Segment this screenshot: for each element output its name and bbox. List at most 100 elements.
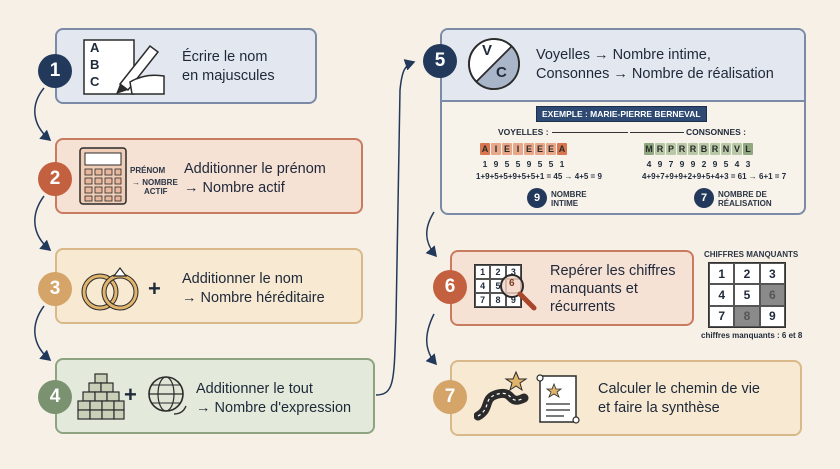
missing-grid-cell-empty: 8 bbox=[734, 305, 760, 327]
small-grid-cell: 7 bbox=[475, 293, 491, 307]
consonant-digit: 5 bbox=[723, 159, 729, 169]
missing-digits-caption: chiffres manquants : 6 et 8 bbox=[701, 331, 803, 340]
consonant-digit: 9 bbox=[712, 159, 718, 169]
arrow-3-4 bbox=[34, 305, 52, 361]
vowel-digit: 5 bbox=[548, 159, 554, 169]
vowel-digit: 9 bbox=[526, 159, 532, 169]
missing-grid-cell: 7 bbox=[709, 305, 735, 327]
consonant-letter: C bbox=[496, 64, 507, 81]
step-6-line3: récurrents bbox=[550, 299, 616, 315]
vowel-digit: 5 bbox=[515, 159, 521, 169]
step-2-number: 2 bbox=[38, 162, 72, 196]
vowel-digit: 1 bbox=[482, 159, 488, 169]
consonant-letter-box: L bbox=[743, 143, 753, 155]
consonant-digits: 4 9 7 9 9 2 9 5 4 3 bbox=[644, 159, 753, 169]
step-4-number: 4 bbox=[38, 380, 72, 414]
consonant-digit: 7 bbox=[668, 159, 674, 169]
step-2-icon-label3: ACTIF bbox=[144, 187, 168, 196]
consonant-digit: 9 bbox=[679, 159, 685, 169]
step-6-number: 6 bbox=[433, 270, 467, 304]
magnifier-icon bbox=[500, 274, 537, 311]
vowel-digit: 9 bbox=[493, 159, 499, 169]
realisation-number: 7 bbox=[694, 188, 714, 208]
realisation-label-line1: NOMBRE DE bbox=[718, 190, 767, 199]
consonant-digit: 3 bbox=[745, 159, 751, 169]
arrow-5-6 bbox=[425, 211, 437, 258]
vowel-letter-box: I bbox=[491, 143, 501, 155]
rings-icon bbox=[81, 267, 139, 311]
small-grid-cell: 8 bbox=[490, 293, 506, 307]
small-grid-cell: 4 bbox=[475, 279, 491, 293]
vowel-letter-box: E bbox=[535, 143, 545, 155]
vowel-letter: V bbox=[482, 42, 493, 59]
consonant-letter-box: N bbox=[721, 143, 731, 155]
consonant-letter-box: P bbox=[666, 143, 676, 155]
missing-grid-cell: 1 bbox=[709, 263, 735, 285]
abc-letter-a: A bbox=[90, 40, 100, 55]
step-3-number: 3 bbox=[38, 272, 72, 306]
arrow-1-2 bbox=[34, 87, 52, 141]
abc-pencil-icon bbox=[83, 39, 165, 95]
intime-label-line2: INTIME bbox=[551, 199, 579, 208]
consonant-digit: 9 bbox=[690, 159, 696, 169]
vowel-digit: 1 bbox=[559, 159, 565, 169]
calculator-icon bbox=[79, 147, 127, 205]
road-scroll-icon bbox=[474, 370, 580, 424]
abc-letter-b: B bbox=[90, 57, 100, 72]
consonant-letter-box: V bbox=[732, 143, 742, 155]
consonant-letter-box: B bbox=[699, 143, 709, 155]
vowel-letter-box: E bbox=[502, 143, 512, 155]
small-grid-cell: 1 bbox=[475, 265, 491, 279]
consonant-digit: 4 bbox=[734, 159, 740, 169]
consonant-letter-box: R bbox=[688, 143, 698, 155]
vowels-label: VOYELLES : bbox=[498, 127, 549, 137]
step-5-line2: Consonnes → Nombre de réalisation bbox=[536, 66, 774, 82]
blocks-pyramid-icon bbox=[77, 373, 125, 420]
vowel-letters: A I E I E E E A bbox=[480, 143, 567, 155]
example-banner: EXEMPLE : MARIE-PIERRE BERNEVAL bbox=[536, 106, 707, 122]
step-1-number: 1 bbox=[38, 54, 72, 88]
vowels-rule bbox=[552, 132, 628, 133]
vowel-digits: 1 9 5 5 9 5 5 1 bbox=[480, 159, 567, 169]
arrow-4-5 bbox=[375, 59, 416, 396]
missing-grid-cell: 4 bbox=[709, 284, 735, 306]
step-1-line1: Écrire le nom bbox=[182, 49, 268, 65]
missing-grid-cell-empty: 6 bbox=[759, 284, 785, 306]
missing-grid-cell: 9 bbox=[759, 305, 785, 327]
step-4-line2: → Nombre d'expression bbox=[196, 400, 352, 416]
vowel-sum: 1+9+5+5+9+5+5+1 = 45 → 4+5 = 9 bbox=[476, 172, 602, 181]
consonant-digit: 4 bbox=[646, 159, 652, 169]
vowel-letter-box: E bbox=[546, 143, 556, 155]
missing-grid-cell: 5 bbox=[734, 284, 760, 306]
vowel-digit: 5 bbox=[537, 159, 543, 169]
consonant-digit: 2 bbox=[701, 159, 707, 169]
globe-icon bbox=[148, 376, 187, 415]
intime-number: 9 bbox=[527, 188, 547, 208]
step-5-line1: Voyelles → Nombre intime, bbox=[536, 47, 711, 63]
step-5-number: 5 bbox=[423, 44, 457, 78]
step-2-line2: → Nombre actif bbox=[184, 180, 285, 196]
step-4-line1: Additionner le tout bbox=[196, 381, 313, 397]
step-2-icon-label1: PRÉNOM bbox=[130, 166, 166, 175]
vowel-letter-box: A bbox=[480, 143, 490, 155]
intime-label-line1: NOMBRE bbox=[551, 190, 587, 199]
step-3-line2: → Nombre héréditaire bbox=[182, 290, 325, 306]
consonant-letter-box: M bbox=[644, 143, 654, 155]
step-6-line2: manquants et bbox=[550, 281, 638, 297]
vowel-letter-box: I bbox=[513, 143, 523, 155]
step-1-line2: en majuscules bbox=[182, 68, 275, 84]
missing-grid-cell: 2 bbox=[734, 263, 760, 285]
consonant-letter-box: R bbox=[677, 143, 687, 155]
realisation-label-line2: RÉALISATION bbox=[718, 199, 772, 208]
small-grid-cell: 2 bbox=[490, 265, 506, 279]
step-7-number: 7 bbox=[433, 380, 467, 414]
consonant-letters: M R P R R B R N V L bbox=[644, 143, 753, 155]
vowel-letter-box: A bbox=[557, 143, 567, 155]
step-6-line1: Repérer les chiffres bbox=[550, 263, 676, 279]
step-2-line1: Additionner le prénom bbox=[184, 161, 326, 177]
arrow-6-7 bbox=[425, 313, 437, 366]
missing-digits-title: CHIFFRES MANQUANTS bbox=[704, 250, 799, 259]
step-7-line1: Calculer le chemin de vie bbox=[598, 381, 760, 397]
consonant-letter-box: R bbox=[710, 143, 720, 155]
